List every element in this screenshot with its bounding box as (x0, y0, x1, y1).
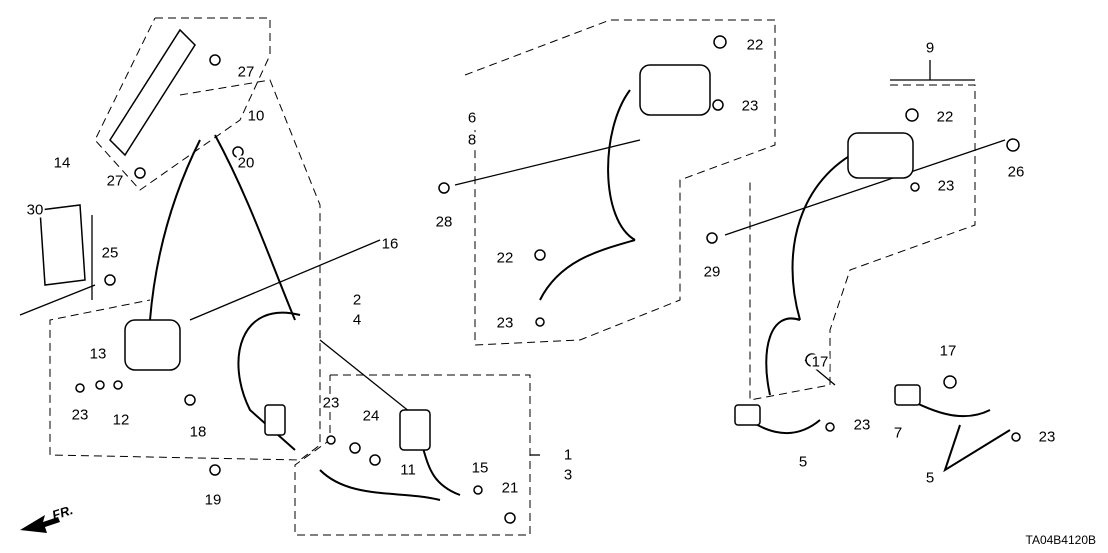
group-boundaries (49, 17, 976, 536)
callout-19: 19 (203, 491, 223, 509)
callout-27: 27 (105, 172, 125, 190)
callout-26: 26 (1006, 163, 1026, 181)
callout-11: 11 (399, 461, 417, 479)
callout-23: 23 (495, 314, 515, 332)
callout-22: 22 (495, 249, 515, 267)
callout-23: 23 (321, 394, 341, 412)
callout-20: 20 (236, 154, 256, 172)
callout-10: 10 (246, 107, 266, 125)
callout-18: 18 (188, 423, 208, 441)
callout-23: 23 (936, 177, 956, 195)
callout-15: 15 (470, 459, 490, 477)
callout-22: 22 (745, 36, 765, 54)
callout-3: 3 (562, 466, 574, 484)
callout-30: 30 (25, 201, 45, 219)
callout-17: 17 (938, 342, 958, 360)
callout-8: 8 (466, 131, 478, 149)
diagram-code: TA04B4120B (1025, 533, 1097, 547)
callout-23: 23 (740, 97, 760, 115)
callout-2: 2 (351, 291, 363, 309)
callout-27: 27 (236, 63, 256, 81)
callout-7: 7 (892, 424, 904, 442)
callout-13: 13 (88, 345, 108, 363)
callout-24: 24 (361, 407, 381, 425)
leader-lines (19, 60, 1006, 456)
callout-12: 12 (111, 411, 131, 429)
callout-23: 23 (1037, 428, 1057, 446)
callout-28: 28 (434, 213, 454, 231)
callout-9: 9 (924, 39, 936, 57)
callout-5: 5 (797, 453, 809, 471)
callout-25: 25 (100, 244, 120, 262)
components (39, 28, 1021, 524)
callout-23: 23 (852, 416, 872, 434)
callout-22: 22 (935, 108, 955, 126)
callout-6: 6 (466, 109, 478, 127)
callout-1: 1 (562, 446, 574, 464)
callout-5: 5 (924, 469, 936, 487)
callout-14: 14 (52, 154, 72, 172)
callout-16: 16 (380, 235, 400, 253)
callout-21: 21 (500, 479, 520, 497)
callout-23: 23 (70, 406, 90, 424)
belt-webbing (149, 89, 1011, 501)
front-direction-arrow (20, 515, 60, 533)
callout-17: 17 (810, 353, 830, 371)
callout-29: 29 (702, 263, 722, 281)
callout-4: 4 (351, 311, 363, 329)
